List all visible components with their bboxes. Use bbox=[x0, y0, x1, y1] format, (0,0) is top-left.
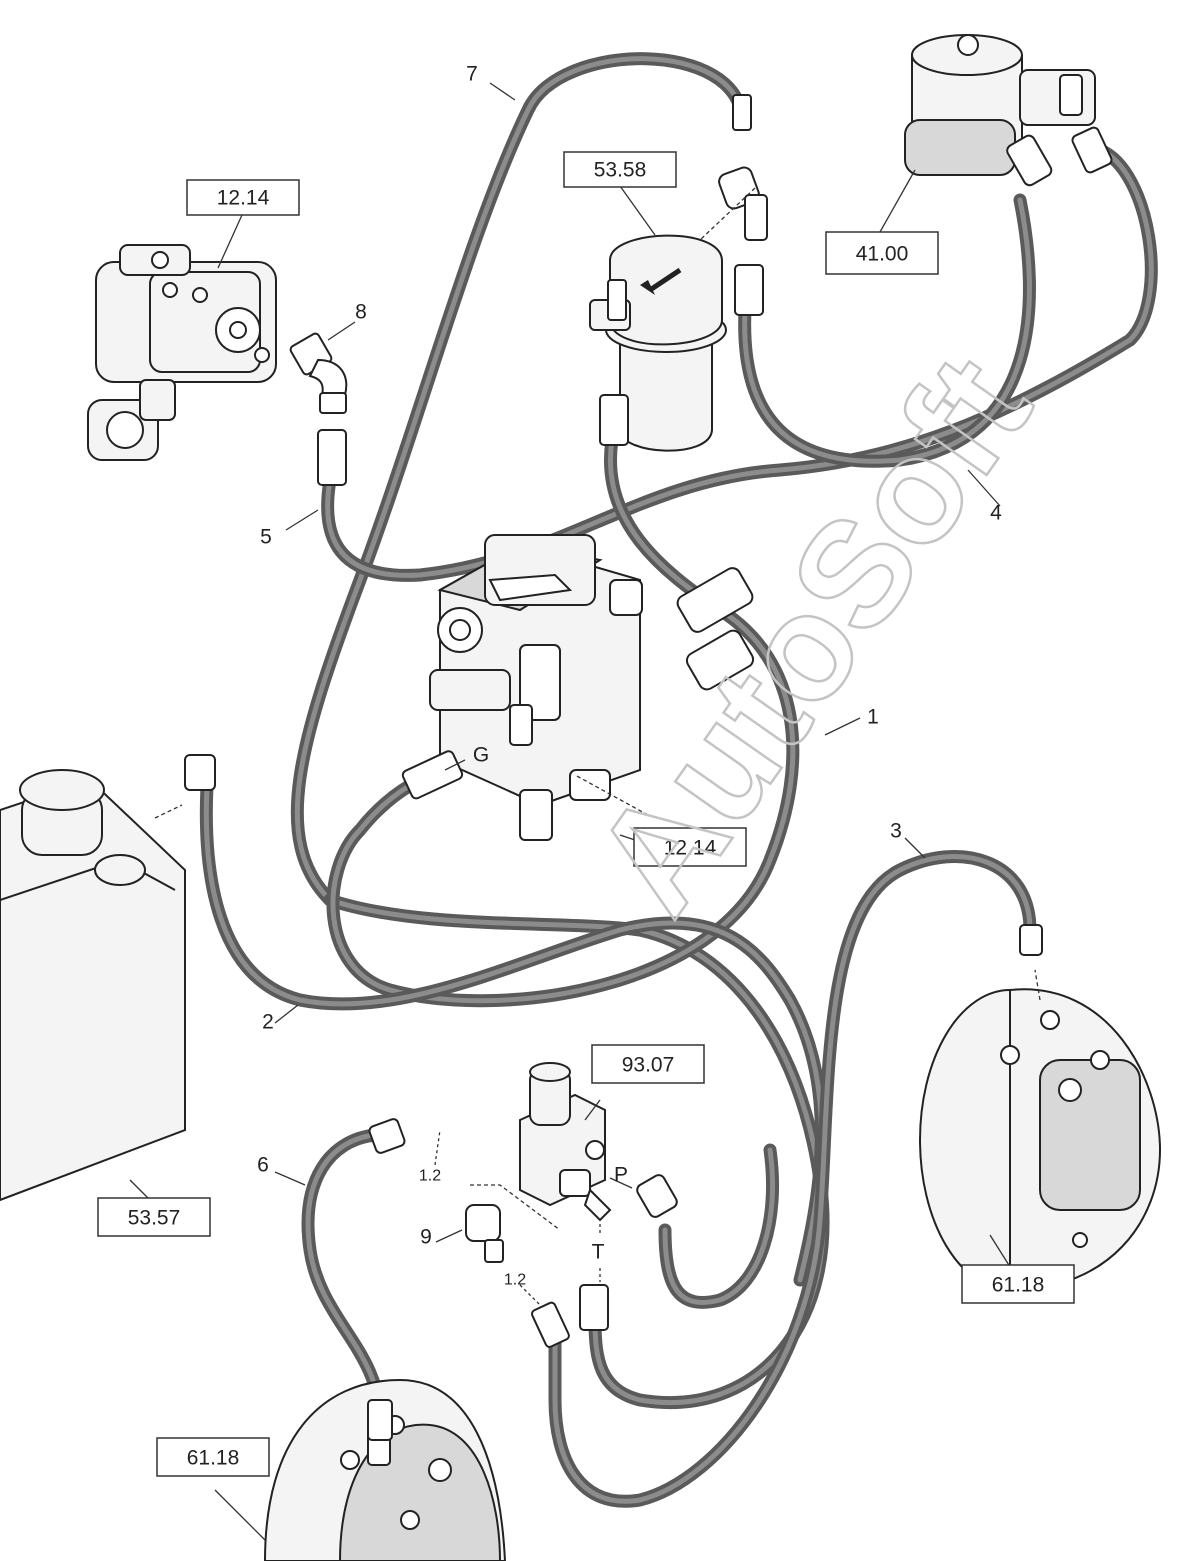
ref-box-93-07: 93.07 bbox=[591, 1044, 705, 1084]
filter-top-fittings bbox=[718, 94, 768, 316]
hose-3 bbox=[548, 850, 1037, 1508]
ref-label: 12.14 bbox=[664, 837, 717, 860]
port-t-label: T bbox=[592, 1241, 605, 1264]
port-p-label: P bbox=[614, 1164, 628, 1187]
hose-7 bbox=[290, 52, 830, 1409]
ref-label: 93.07 bbox=[622, 1054, 675, 1077]
hose-p-port bbox=[658, 1143, 779, 1309]
callout-numbers: 1 2 3 4 5 6 7 8 9 G P T 1.2 1.2 bbox=[257, 63, 1002, 1289]
callout-3: 3 bbox=[890, 820, 902, 843]
callout-7: 7 bbox=[466, 63, 478, 86]
ref-box-12-14-valve: 12.14 bbox=[633, 827, 747, 867]
elbow-fitting-8 bbox=[289, 332, 348, 486]
ref-box-61-18-right: 61.18 bbox=[961, 1264, 1075, 1304]
ref-box-53-58: 53.58 bbox=[563, 151, 677, 188]
ref-label: 12.14 bbox=[217, 187, 270, 210]
orbital-motor bbox=[904, 34, 1113, 187]
callout-9: 9 bbox=[420, 1226, 432, 1249]
hose-2 bbox=[199, 763, 828, 1287]
ref-box-12-14-pump: 12.14 bbox=[186, 179, 300, 216]
callout-6: 6 bbox=[257, 1154, 269, 1177]
ref-box-41-00: 41.00 bbox=[825, 231, 939, 275]
callout-4: 4 bbox=[990, 502, 1002, 525]
callout-8: 8 bbox=[355, 301, 367, 324]
callout-1: 1 bbox=[867, 706, 879, 729]
port-g-label: G bbox=[473, 744, 489, 767]
hoses bbox=[199, 52, 1158, 1508]
spec-label-1-2: 1.2 bbox=[419, 1168, 441, 1185]
hose-5 bbox=[321, 143, 1158, 582]
hose-4 bbox=[738, 193, 1036, 468]
ref-label: 61.18 bbox=[992, 1274, 1045, 1297]
control-valve-block bbox=[401, 534, 755, 841]
ref-box-53-57: 53.57 bbox=[97, 1197, 211, 1237]
hose-6 bbox=[301, 1128, 387, 1427]
spec-label-1-2: 1.2 bbox=[504, 1272, 526, 1289]
ref-label: 53.58 bbox=[594, 159, 647, 182]
hydraulic-tank bbox=[0, 754, 216, 1202]
ref-label: 53.57 bbox=[128, 1207, 181, 1230]
oil-filter bbox=[589, 234, 727, 452]
drive-motor-right bbox=[919, 924, 1162, 1292]
leader-lines bbox=[129, 82, 1041, 1541]
ref-box-61-18-bottom: 61.18 bbox=[156, 1437, 270, 1477]
drive-motor-bottom bbox=[263, 1378, 507, 1561]
ref-label: 61.18 bbox=[187, 1447, 240, 1470]
callout-5: 5 bbox=[260, 526, 272, 549]
brake-valve bbox=[470, 1062, 612, 1231]
small-fittings bbox=[367, 1118, 678, 1441]
callout-2: 2 bbox=[262, 1011, 274, 1034]
ref-label: 41.00 bbox=[856, 243, 909, 266]
gear-pump bbox=[87, 244, 277, 461]
